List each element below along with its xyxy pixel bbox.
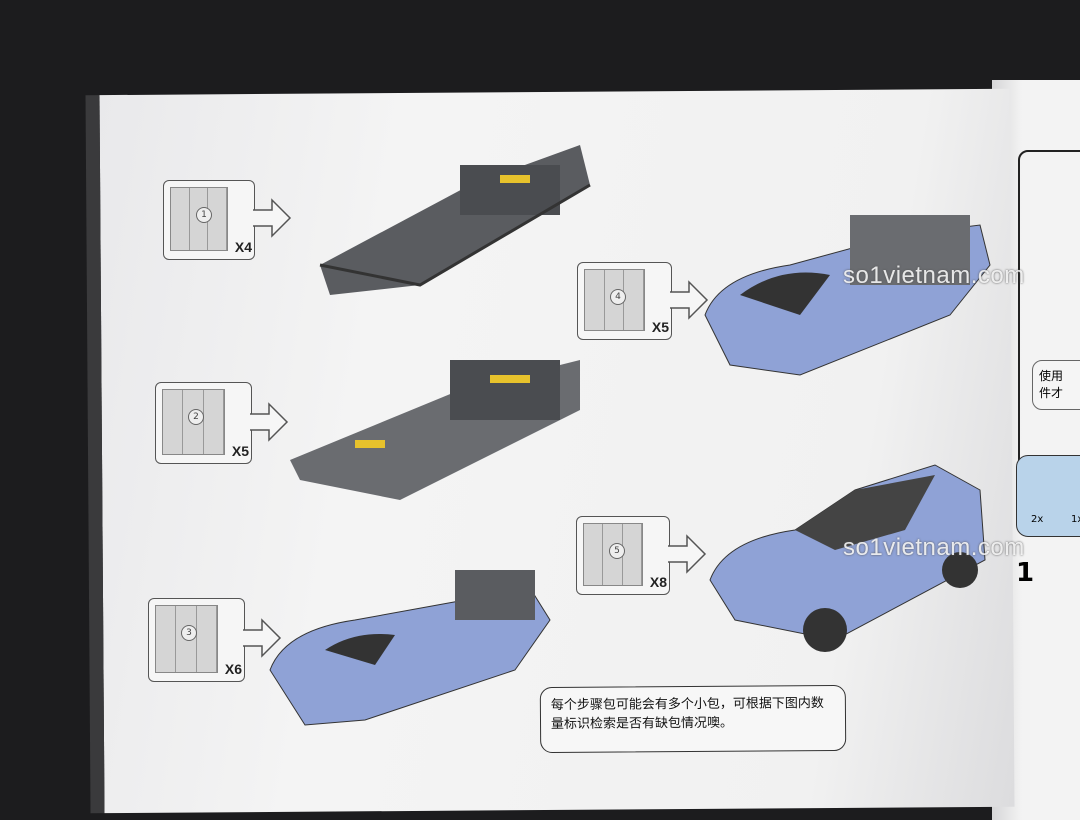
parts-panel: 2x 1x [1016, 455, 1080, 537]
arrow-icon [243, 618, 282, 658]
arrow-icon [668, 534, 707, 574]
bag-number: 1 [196, 207, 212, 223]
arrow-icon [670, 280, 709, 320]
multiplier: X6 [224, 661, 242, 677]
bag-number: 5 [609, 543, 625, 559]
arrow-icon [253, 198, 292, 238]
tip-speech-bubble: 每个步骤包可能会有多个小包，可根据下图内数量标识检索是否有缺包情况噢。 [539, 684, 847, 754]
multiplier: X4 [234, 239, 252, 255]
car-model-5 [709, 464, 986, 652]
step-frame [1018, 150, 1080, 484]
part-count: 1x [1071, 514, 1080, 525]
multiplier: X5 [231, 443, 249, 459]
chassis-model-2 [290, 360, 580, 500]
part-count: 2x [1031, 514, 1044, 525]
car-model-4 [704, 215, 991, 376]
arrow-icon [250, 402, 289, 442]
car-model-3 [269, 570, 551, 726]
watermark: so1vietnam.com [843, 262, 1025, 289]
watermark: so1vietnam.com [843, 534, 1025, 561]
multiplier: X5 [651, 319, 669, 335]
multiplier: X8 [649, 574, 667, 590]
bag-number: 2 [188, 409, 204, 425]
bag-number: 4 [610, 289, 626, 305]
step-number: 1 [1016, 558, 1035, 588]
chassis-model-1 [319, 145, 591, 295]
right-note: 使用 件才 [1032, 360, 1080, 410]
bag-number: 3 [181, 625, 197, 641]
